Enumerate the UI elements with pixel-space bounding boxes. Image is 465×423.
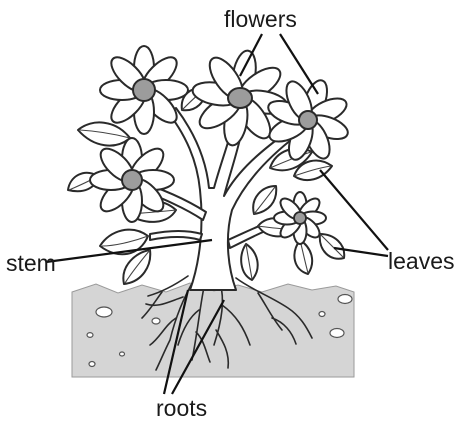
flower-center (294, 212, 306, 224)
label-flowers: flowers (224, 6, 297, 33)
flower (274, 192, 326, 244)
flower-center (122, 170, 142, 190)
label-roots: roots (156, 395, 207, 422)
leaf (123, 250, 150, 284)
flower-center (228, 88, 252, 108)
leaf (253, 186, 276, 214)
soil (72, 283, 354, 377)
flower-center (299, 111, 317, 129)
label-stem: stem (6, 250, 56, 277)
leaf (294, 240, 312, 274)
flower (90, 138, 174, 222)
leaf (241, 244, 257, 280)
leaf (320, 234, 344, 259)
label-leaves: leaves (388, 248, 454, 275)
flower-center (133, 79, 155, 101)
flower (100, 46, 188, 134)
leaf (78, 122, 130, 145)
